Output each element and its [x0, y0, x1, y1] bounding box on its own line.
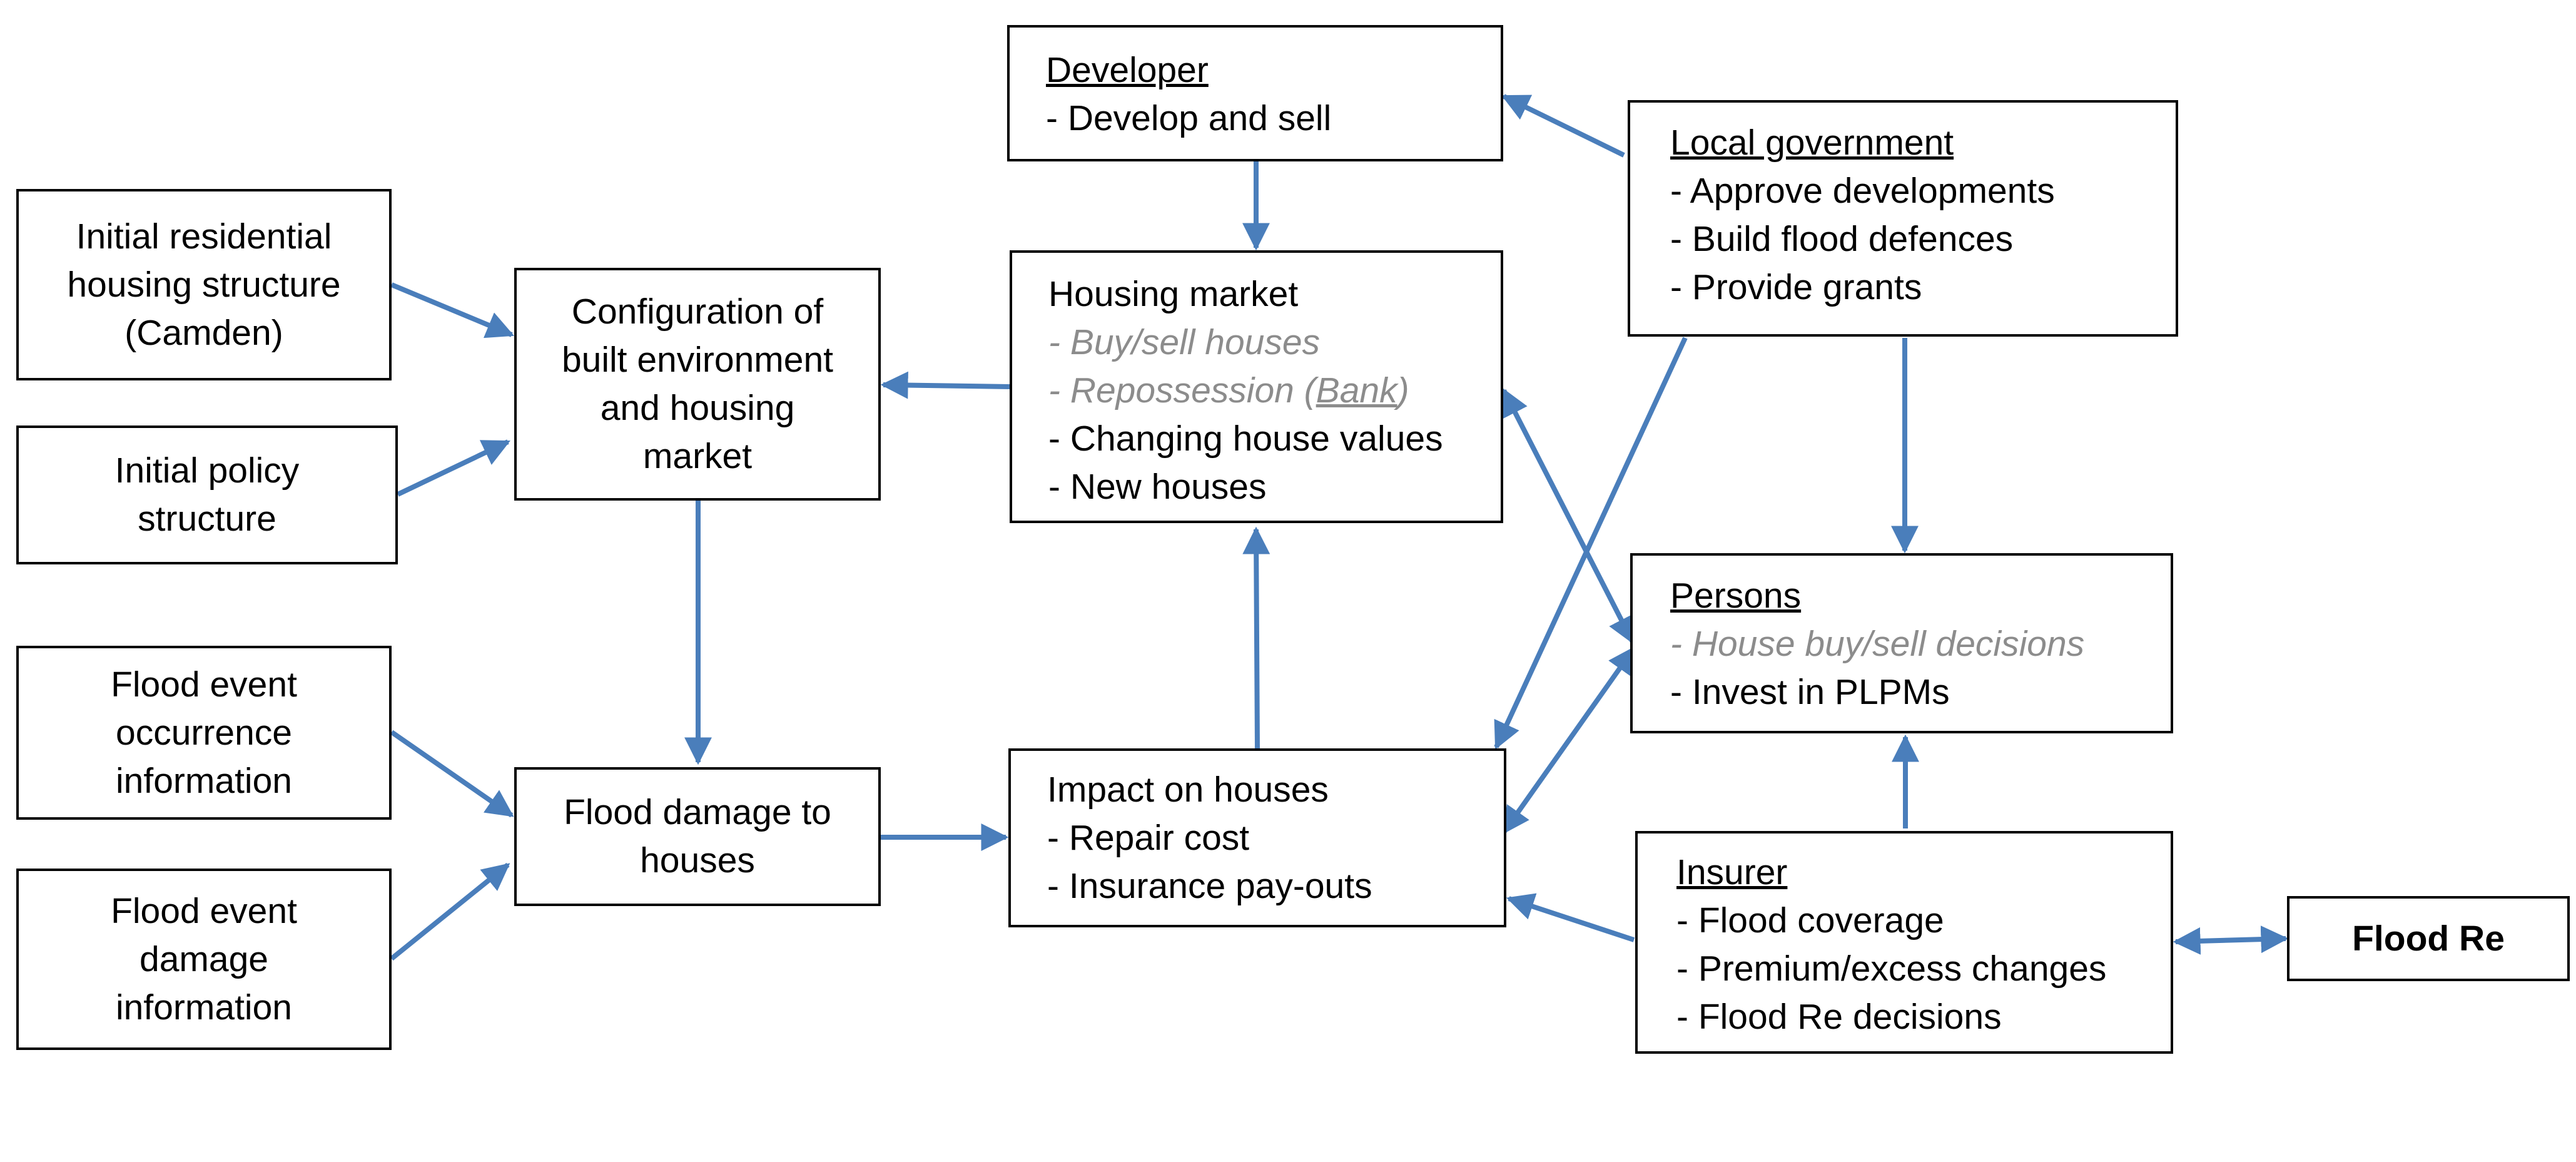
- insurer-line-3: - Flood Re decisions: [1676, 997, 2002, 1037]
- persons-title: Persons: [1670, 576, 1802, 616]
- insurer-line-2: - Premium/excess changes: [1676, 949, 2107, 989]
- arrow-housing-market-persons-bidirectional: [1501, 388, 1635, 645]
- developer-line-1: - Develop and sell: [1046, 98, 1332, 138]
- persons-box: Persons - House buy/sell decisions - Inv…: [1630, 553, 2173, 733]
- housing-market-title: Housing market: [1048, 274, 1299, 314]
- flood-occurrence-box: Flood event occurrence information: [16, 646, 392, 820]
- local-government-line-3: - Provide grants: [1670, 267, 1922, 307]
- local-government-line-2: - Build flood defences: [1670, 219, 2014, 259]
- housing-market-box: Housing market - Buy/sell houses - Repos…: [1010, 250, 1503, 523]
- configuration-line-2: built environment: [561, 340, 834, 380]
- initial-residential-line-3: (Camden): [124, 312, 283, 353]
- configuration-line-3: and housing: [600, 388, 795, 428]
- arrow-initial-policy-to-configuration: [397, 439, 510, 497]
- insurer-line-1: - Flood coverage: [1676, 900, 1944, 940]
- arrow-local-government-to-developer: [1501, 94, 1625, 158]
- initial-residential-box: Initial residential housing structure (C…: [16, 189, 392, 380]
- persons-line-1: - Invest in PLPMs: [1670, 672, 1950, 712]
- configuration-box: Configuration of built environment and h…: [514, 268, 881, 501]
- flood-damage-info-line-2: damage: [139, 939, 268, 979]
- arrow-flood-damage-info-to-flood-damage: [390, 862, 510, 961]
- housing-market-line-2: - New houses: [1048, 467, 1267, 507]
- flood-occurrence-line-2: occurrence: [116, 712, 292, 753]
- initial-residential-line-1: Initial residential: [76, 216, 332, 257]
- arrow-persons-impact-bidirectional: [1501, 646, 1636, 835]
- local-government-title: Local government: [1670, 123, 1954, 163]
- flood-damage-box: Flood damage to houses: [514, 767, 881, 906]
- impact-box: Impact on houses - Repair cost - Insuran…: [1008, 748, 1506, 927]
- arrow-insurer-to-impact: [1506, 893, 1635, 942]
- impact-line-2: - Insurance pay-outs: [1047, 866, 1372, 906]
- repossession-suffix: ): [1397, 370, 1409, 410]
- housing-market-buy-sell: - Buy/sell houses: [1048, 322, 1321, 362]
- developer-title: Developer: [1046, 50, 1209, 90]
- arrow-impact-to-housing-market: [1242, 526, 1270, 749]
- housing-market-repossession: - Repossession (Bank): [1048, 367, 1501, 415]
- initial-policy-line-1: Initial policy: [114, 451, 300, 491]
- flood-damage-line-1: Flood damage to: [564, 792, 831, 832]
- initial-policy-box: Initial policy structure: [16, 426, 398, 564]
- insurer-box: Insurer - Flood coverage - Premium/exces…: [1635, 831, 2173, 1054]
- local-government-line-1: - Approve developments: [1670, 171, 2055, 211]
- flood-damage-line-2: houses: [640, 840, 755, 880]
- flood-occurrence-line-3: information: [116, 760, 292, 801]
- configuration-line-4: market: [642, 436, 753, 476]
- insurer-title: Insurer: [1676, 852, 1788, 892]
- persons-buy-sell: - House buy/sell decisions: [1670, 624, 2085, 664]
- arrow-initial-residential-to-configuration: [390, 282, 515, 339]
- arrow-insurer-flood-re-bidirectional: [2173, 925, 2289, 955]
- flood-damage-info-line-1: Flood event: [111, 890, 297, 931]
- housing-market-line-1: - Changing house values: [1048, 419, 1443, 459]
- flood-damage-info-line-3: information: [116, 987, 292, 1027]
- developer-box: Developer - Develop and sell: [1007, 25, 1503, 161]
- configuration-line-1: Configuration of: [571, 292, 824, 332]
- initial-policy-line-2: structure: [138, 499, 276, 539]
- flood-occurrence-line-1: Flood event: [111, 664, 297, 705]
- impact-title: Impact on houses: [1047, 770, 1329, 810]
- flood-re-title: Flood Re: [2352, 918, 2505, 959]
- repossession-bank: Bank: [1316, 370, 1397, 410]
- flood-re-box: Flood Re: [2287, 896, 2570, 981]
- impact-line-1: - Repair cost: [1047, 818, 1250, 858]
- repossession-prefix: - Repossession (: [1048, 370, 1316, 410]
- local-government-box: Local government - Approve developments …: [1628, 100, 2178, 337]
- arrow-local-government-to-impact: [1494, 337, 1688, 750]
- flood-damage-info-box: Flood event damage information: [16, 869, 392, 1050]
- arrow-flood-occurrence-to-flood-damage: [390, 730, 514, 818]
- initial-residential-line-2: housing structure: [67, 264, 341, 305]
- arrow-housing-market-to-configuration: [880, 371, 1010, 399]
